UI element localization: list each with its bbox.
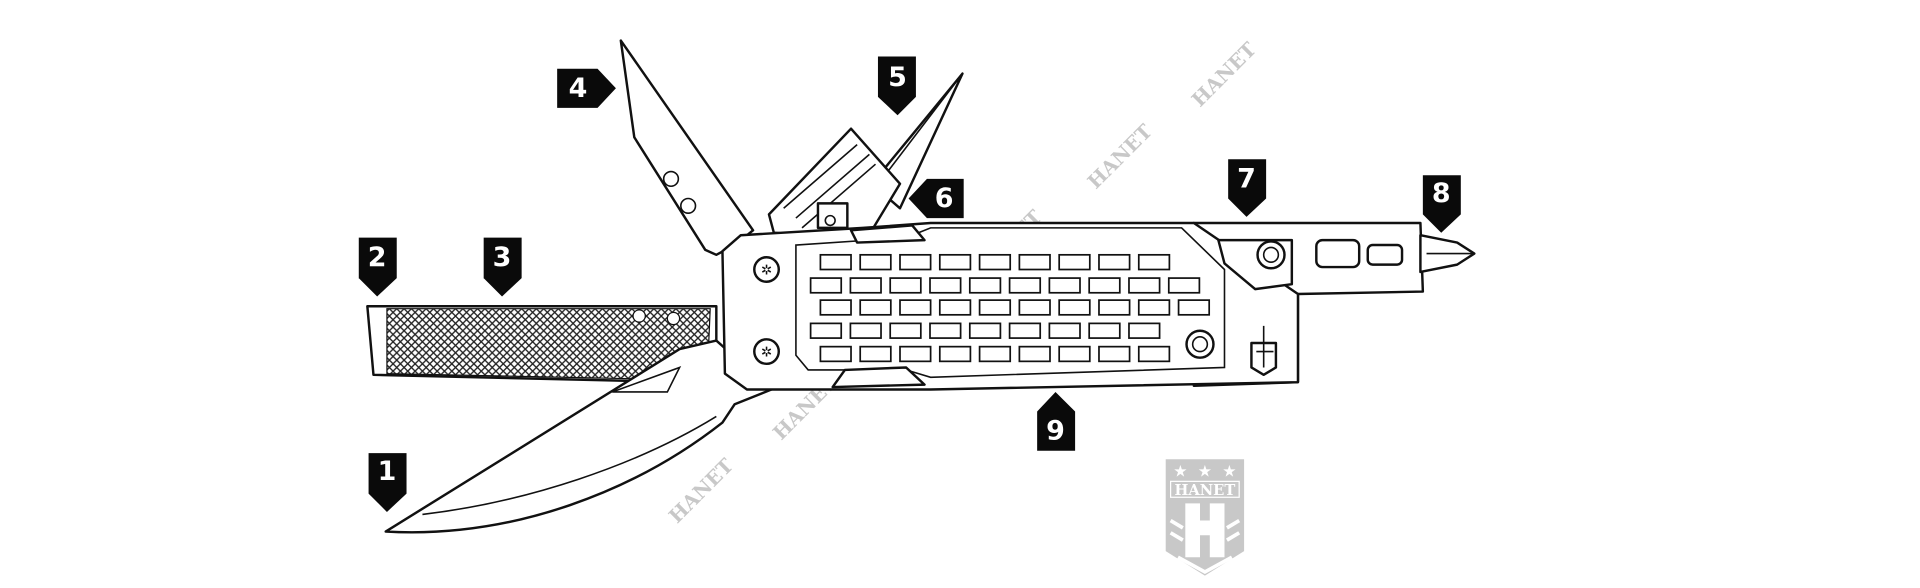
callout-1: 1: [368, 453, 407, 512]
grip-cell: [1008, 277, 1042, 294]
tool-6: [767, 127, 902, 237]
grip-cell: [938, 299, 972, 316]
grip-cell: [1177, 299, 1211, 316]
grip-cell: [968, 277, 1002, 294]
callout-7: 7: [1228, 159, 1267, 217]
svg-text:9: 9: [1046, 416, 1065, 447]
file-tool: [366, 305, 718, 384]
grip-cell: [1048, 322, 1081, 339]
grip-cell: [938, 253, 972, 271]
hanet-logo: ★ ★ ★ HANET: [1165, 459, 1245, 576]
grip-cell: [1018, 345, 1051, 363]
callout-6: 6: [908, 178, 964, 219]
blade-1: [384, 339, 773, 534]
callout-3: 3: [483, 237, 522, 297]
grip-cell: [819, 299, 852, 316]
grip-cell: [849, 322, 882, 339]
callout-8: 8: [1422, 175, 1461, 233]
grip-cell: [929, 277, 962, 294]
svg-text:8: 8: [1432, 178, 1451, 209]
grip-cell: [978, 345, 1012, 363]
grip-cell: [899, 253, 932, 271]
grip-cell: [809, 277, 843, 294]
grip-cell: [978, 299, 1012, 316]
grip-cell: [968, 322, 1002, 339]
callout-2: 2: [358, 237, 397, 297]
blade-4: [619, 39, 755, 257]
grip-cell: [1098, 253, 1131, 271]
grip-cell: [859, 345, 892, 363]
grip-cell: [1018, 253, 1051, 271]
grip-cell: [1008, 322, 1042, 339]
screw-icon: ✲: [761, 263, 772, 278]
watermark-text: HANET: [1187, 38, 1261, 112]
grip-cell: [938, 345, 972, 363]
watermark-text: HANET: [1083, 120, 1157, 194]
callouts: 1 2 3 4 5 6 7 8: [358, 56, 1461, 512]
grip-cell: [819, 253, 852, 271]
svg-text:1: 1: [378, 456, 397, 487]
grip-cell: [1018, 299, 1051, 316]
svg-text:2: 2: [368, 242, 387, 273]
grip-cell: [819, 345, 852, 363]
grip-cell: [1137, 253, 1171, 271]
grip-cell: [1137, 345, 1171, 363]
svg-text:★: ★: [1222, 461, 1236, 480]
svg-text:★: ★: [1173, 461, 1187, 480]
grip-cell: [1098, 345, 1131, 363]
svg-text:3: 3: [493, 242, 512, 273]
grip-cell: [1137, 299, 1171, 316]
grip-cell: [859, 299, 892, 316]
watermark-text: HANET: [664, 454, 738, 528]
grip-cell: [859, 253, 892, 271]
callout-5: 5: [877, 56, 916, 116]
logo-text: HANET: [1174, 482, 1235, 499]
screw-icon: ✲: [761, 345, 772, 360]
grip-cell: [1058, 299, 1091, 316]
grip-cell: [849, 277, 882, 294]
grip-cell: [1088, 322, 1121, 339]
grip-cell: [1088, 277, 1121, 294]
grip-cell: [1098, 299, 1131, 316]
grip-cell: [899, 345, 932, 363]
handle: ✲ ✲: [721, 221, 1476, 391]
svg-text:4: 4: [569, 73, 588, 104]
grip-cell: [1128, 277, 1161, 294]
callout-4: 4: [557, 68, 616, 108]
grip-cell: [1128, 322, 1161, 339]
svg-text:5: 5: [888, 62, 907, 93]
grip-cell: [889, 322, 922, 339]
svg-text:6: 6: [935, 183, 954, 214]
grip-cell: [889, 277, 922, 294]
grip-cells: [809, 253, 1211, 363]
grip-cell: [1048, 277, 1081, 294]
grip-cell: [978, 253, 1012, 271]
grip-cell: [1058, 253, 1091, 271]
svg-text:★: ★: [1198, 461, 1212, 480]
svg-text:7: 7: [1237, 163, 1256, 194]
grip-cell: [899, 299, 932, 316]
grip-cell: [1167, 277, 1201, 294]
grip-cell: [929, 322, 962, 339]
grip-cell: [809, 322, 843, 339]
callout-9: 9: [1037, 391, 1076, 451]
grip-cell: [1058, 345, 1091, 363]
